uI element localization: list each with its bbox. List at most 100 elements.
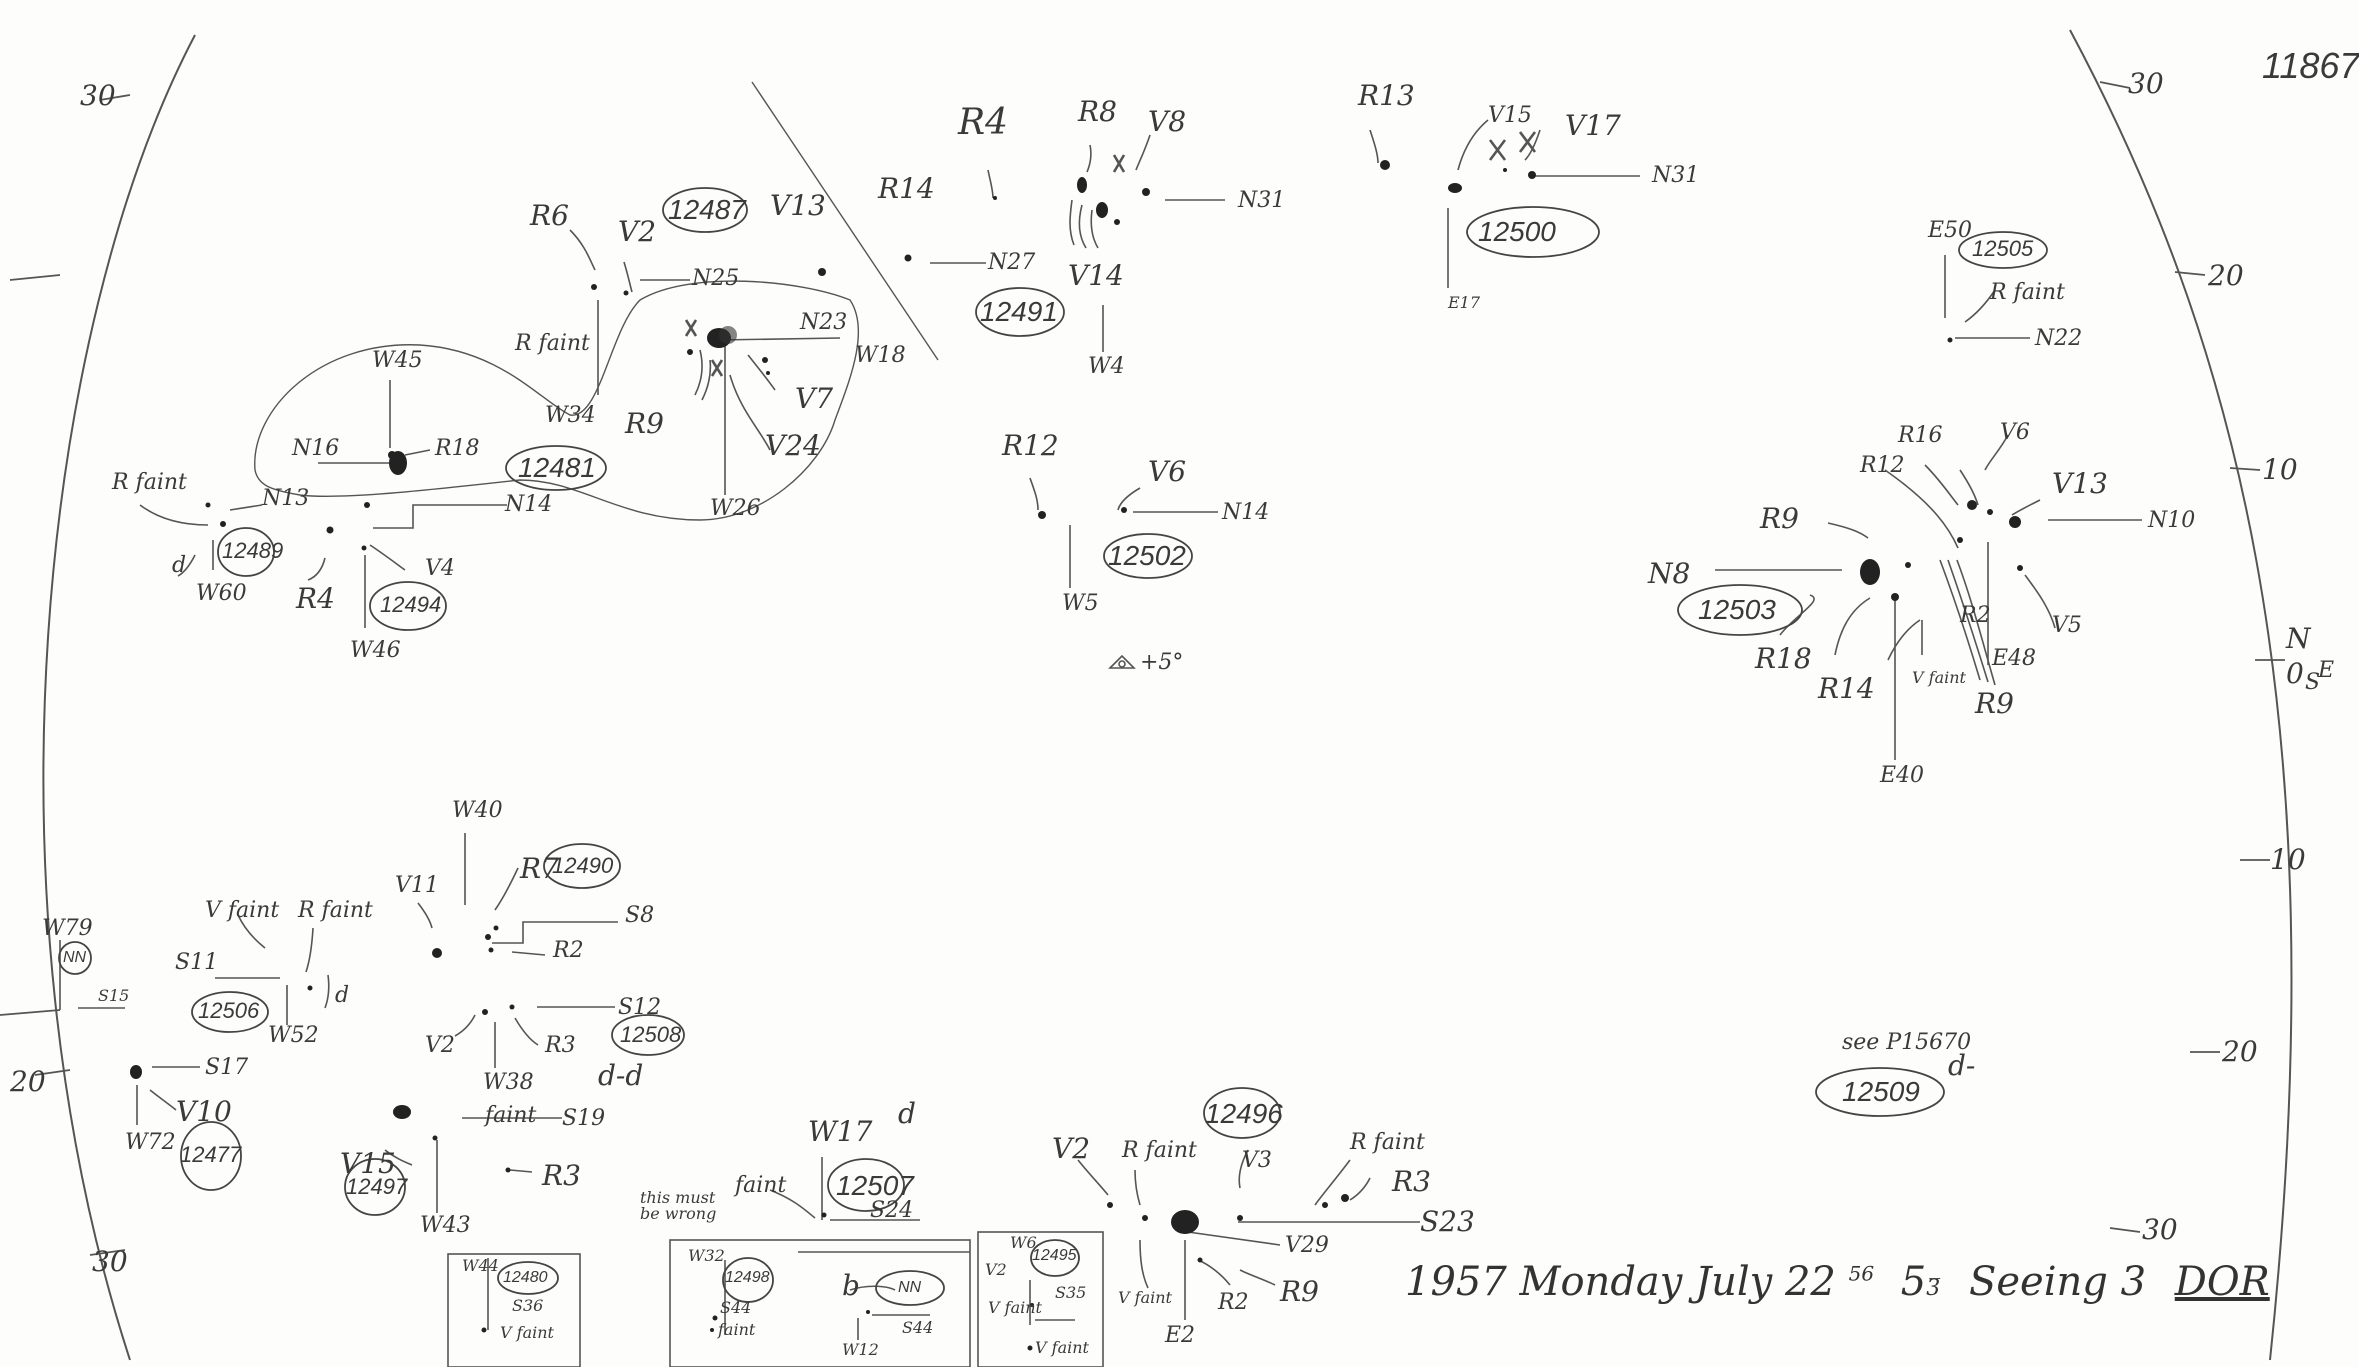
region-number-12487: 12487 [668,194,746,225]
spot-label: see P15670 [1842,1030,1972,1055]
region-number-12503: 12503 [1698,594,1776,625]
spot-label: R12 [1860,453,1905,478]
limb-tick-label: N [2286,622,2311,655]
spot-label: V2 [618,215,657,248]
spots-12489 [205,502,226,527]
limb-tick-label: S [2305,670,2321,695]
spot-label: R3 [545,1033,576,1058]
spot-label: S35 [1055,1283,1087,1302]
region-number-12477: 12477 [180,1142,242,1167]
spot-label: R12 [1002,429,1059,462]
sheet-number: 11867 [2262,45,2359,86]
spot-label: N31 [1238,188,1286,213]
region-outline-12487 [254,280,860,521]
sunspots [130,160,2023,1351]
spot-label: V11 [395,873,439,898]
spots-12507 [821,1212,827,1218]
region-12491-lines [930,134,1225,352]
limb-tick-label: 30 [92,1245,128,1278]
spot-label: R2 [1218,1290,1249,1315]
region-12507-lines [769,1157,920,1221]
solar-limb-left [42,34,196,1361]
spot-label: V15 [340,1147,396,1180]
spot-label: N22 [2035,326,2083,351]
spot-label: N8 [1648,557,1691,590]
center-mark [1108,654,1136,669]
spot-label: R14 [1818,672,1875,705]
spot-label: N14 [1222,500,1270,525]
spot-label: R4 [296,582,335,615]
region-12487-lines [569,229,841,495]
spot-label: R9 [1760,502,1799,535]
spot-label: R6 [530,199,569,232]
spot-label: R faint [515,331,590,356]
spot-label: S44 [902,1318,934,1337]
spot-label: V10 [176,1095,232,1128]
spot-label: W17 [808,1115,873,1148]
spot-label: W44 [462,1256,499,1275]
spots-12505 [1947,337,1953,343]
region-12477-lines [136,1066,200,1125]
spot-label: N14 [505,492,553,517]
footer-seeing-fraction: 3̅ [1926,1276,1941,1301]
footer-seeing-value: 5 [1900,1259,1927,1305]
region-12503-lines [1715,434,2142,760]
spot-label: N23 [800,310,848,335]
region-12497-lines [384,1117,562,1213]
spot-label: W26 [710,496,761,521]
spots-12500 [1380,160,1536,193]
spot-label: V13 [2052,467,2108,500]
solar-limb-right [2069,29,2293,1361]
spot-label: R14 [878,172,935,205]
spot-label: V6 [2000,420,2030,445]
spot-label: R4 [958,102,1009,143]
spots-12497 [393,1105,511,1173]
spot-label: S24 [870,1198,914,1223]
limb-tick-label: 30 [80,79,116,112]
region-number-12496: 12496 [1205,1098,1283,1129]
spot-label: W79 [42,916,93,941]
spot-label: W45 [372,348,423,373]
spot-label: W72 [125,1130,176,1155]
spots-12487 [591,268,826,375]
spots-12496 [1107,1194,1349,1263]
footer-seeing: Seeing 3 [1968,1259,2147,1305]
spot-label: R8 [1078,95,1117,128]
spot-label: d [898,1097,916,1130]
spot-label: W32 [688,1246,725,1265]
spot-label: V6 [1148,455,1187,488]
spot-label: V29 [1285,1233,1329,1258]
region-number-12495: 12495 [1032,1247,1077,1264]
spot-label: N10 [2148,508,2196,533]
spot-label: N31 [1652,163,1700,188]
spot-label: V faint [205,898,280,923]
spot-label: R9 [625,407,664,440]
spot-label: S44 [720,1298,752,1317]
spot-label: V2 [1052,1132,1091,1165]
spot-label: W38 [483,1070,534,1095]
spots-12494 [326,502,370,551]
region-12494-lines [307,504,507,628]
region-number-12509: 12509 [1842,1076,1920,1107]
spot-label: R faint [1122,1138,1197,1163]
spot-label: S17 [205,1055,249,1080]
spot-label: W60 [196,581,247,606]
spot-label: R18 [1755,642,1812,675]
region-number-nn: NN [898,1279,922,1296]
spot-label: d-d [598,1059,644,1092]
spot-label: V24 [765,429,821,462]
spot-label: E50 [1928,218,1973,243]
spot-label: V5 [2052,613,2082,638]
spot-label: R2 [553,938,584,963]
spot-label: d [172,553,187,578]
limb-tick-label: 10 [2262,453,2298,486]
spot-label: S19 [562,1106,606,1131]
region-12502-lines [1029,477,1218,588]
spot-label: S11 [175,950,219,975]
region-number-12491: 12491 [980,296,1058,327]
spots-12503 [1860,500,2023,601]
spot-label: W40 [452,798,503,823]
spots-12490 [432,925,499,958]
